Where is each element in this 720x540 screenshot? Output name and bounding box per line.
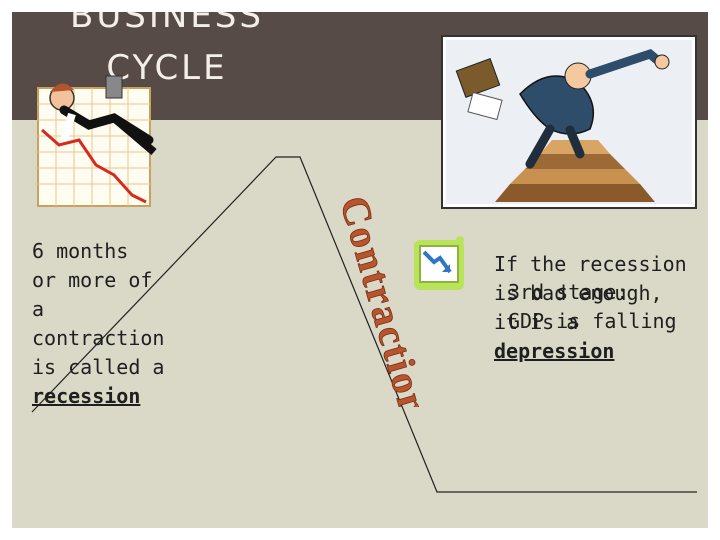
contraction-wordart: Contraction <box>331 191 438 407</box>
depression-paragraph: If the recession is bad enough, it is a … <box>494 250 704 366</box>
recession-term: recession <box>32 384 141 408</box>
title-line-2: CYCLE <box>106 48 228 88</box>
right-line-1: If the recession <box>494 252 687 276</box>
title-line-1: BUSINESS <box>70 12 264 36</box>
stage-label: 3rd stage: <box>508 280 629 304</box>
left-line-5: is called a <box>32 355 165 379</box>
gdp-falling-label: GDP is falling <box>508 309 677 333</box>
slide: BUSINESS CYCLE <box>12 12 708 528</box>
left-line-4: contraction <box>32 326 165 350</box>
left-line-2: or more of <box>32 268 153 292</box>
downtrend-chart-icon <box>414 236 464 290</box>
business-cycle-line <box>31 156 697 493</box>
contraction-label: Contraction <box>331 191 437 407</box>
right-line-3: it is a <box>494 310 579 334</box>
falling-businessman-chart-clipart <box>37 75 157 207</box>
left-line-1: 6 months <box>32 239 129 263</box>
left-line-3: a <box>32 297 45 321</box>
businessman-falling-down-stairs-clipart <box>441 35 697 209</box>
recession-paragraph: 6 months or more of a contraction is cal… <box>32 237 232 411</box>
slide-title: BUSINESS CYCLE <box>52 12 282 94</box>
depression-term: depression <box>494 339 615 363</box>
right-line-2: is bad enough, <box>494 281 663 305</box>
